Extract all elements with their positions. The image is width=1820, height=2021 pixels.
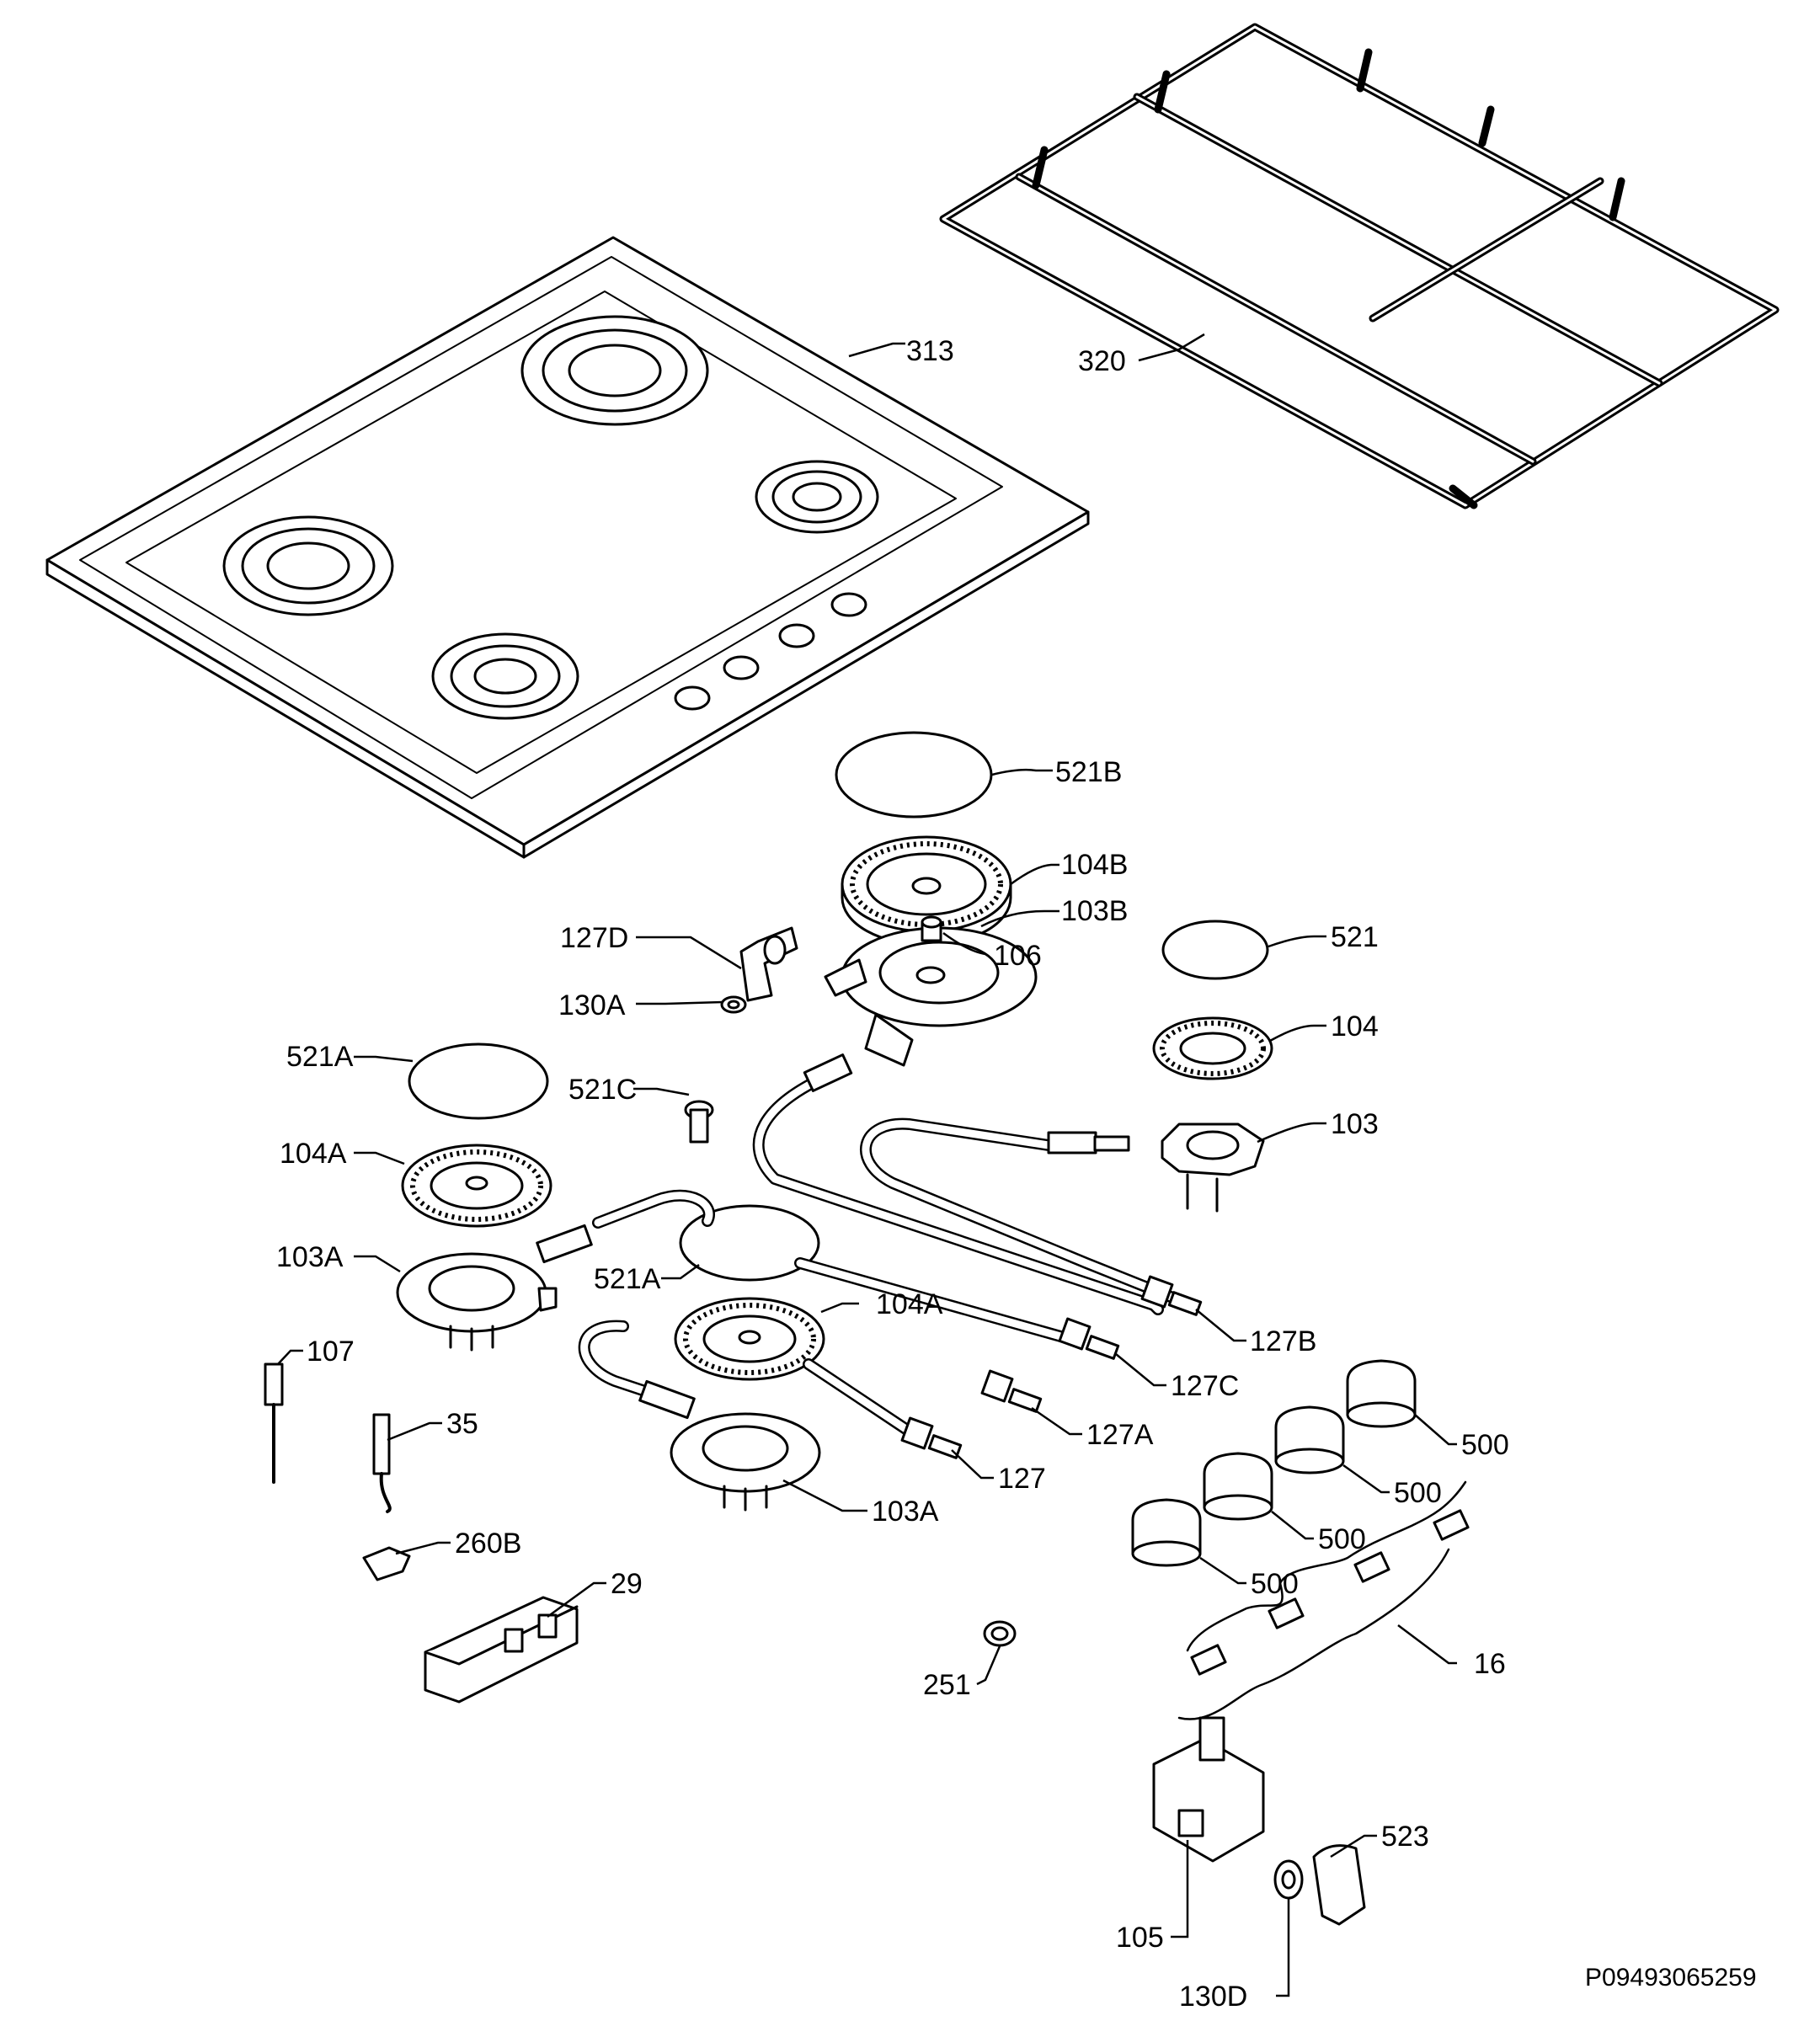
label-521C: 521C	[568, 1074, 637, 1106]
hob-top-313	[45, 236, 1090, 859]
label-107: 107	[307, 1336, 355, 1368]
burner-crown-104A-left	[401, 1144, 552, 1228]
burner-crown-104A-center	[674, 1297, 825, 1381]
screw-521C	[684, 1100, 714, 1144]
label-500-1: 500	[1461, 1429, 1509, 1461]
pan-support-320	[939, 23, 1780, 509]
clip-523	[1312, 1844, 1366, 1926]
label-251: 251	[923, 1669, 971, 1701]
label-500-4: 500	[1251, 1568, 1299, 1600]
clip-260B	[362, 1546, 411, 1581]
part-labels: 313 320 521B 104B 103B 106 127D 130A 521…	[276, 335, 1757, 2013]
label-500-3: 500	[1318, 1523, 1366, 1555]
washer-130A	[720, 995, 747, 1014]
ring-251	[983, 1620, 1017, 1647]
microswitch-harness-16	[1177, 1480, 1470, 1720]
label-104A-center: 104A	[876, 1288, 943, 1320]
label-260B: 260B	[455, 1528, 521, 1560]
burner-base-103A-left	[396, 1252, 558, 1352]
burner-cap-521B	[835, 731, 993, 819]
burner-crown-104	[1152, 1016, 1273, 1080]
label-104B: 104B	[1061, 849, 1128, 881]
gas-pipes	[578, 1064, 1177, 1437]
label-521A-center: 521A	[594, 1263, 661, 1295]
label-130A: 130A	[558, 989, 626, 1021]
label-103: 103	[1331, 1108, 1379, 1140]
elbow-connector-127D	[739, 926, 798, 1002]
label-521B: 521B	[1055, 756, 1122, 788]
label-320: 320	[1078, 345, 1126, 377]
label-103B: 103B	[1061, 895, 1128, 927]
injector-106	[921, 915, 942, 942]
label-127C: 127C	[1171, 1370, 1239, 1402]
label-127A: 127A	[1086, 1419, 1154, 1451]
washer-130D	[1273, 1859, 1304, 1900]
label-127B: 127B	[1250, 1325, 1316, 1357]
label-106: 106	[994, 940, 1042, 972]
label-35: 35	[446, 1408, 478, 1440]
label-104: 104	[1331, 1010, 1379, 1042]
label-127D: 127D	[560, 922, 628, 954]
label-104A-left: 104A	[280, 1138, 347, 1170]
label-127: 127	[998, 1463, 1046, 1495]
label-130D: 130D	[1179, 1981, 1247, 2013]
burner-base-103B	[824, 926, 1038, 1067]
label-103A-left: 103A	[276, 1241, 344, 1273]
diagram-code: P09493065259	[1585, 1964, 1757, 1992]
leader-lines	[277, 333, 1457, 1997]
ignition-electrode-35	[372, 1413, 392, 1513]
ignition-module-29	[424, 1596, 579, 1704]
label-16: 16	[1474, 1648, 1506, 1680]
control-knobs-500	[1131, 1359, 1417, 1567]
thermocouple-107	[264, 1362, 284, 1484]
label-105: 105	[1116, 1922, 1164, 1954]
burner-cap-521A-center	[679, 1204, 820, 1282]
label-521: 521	[1331, 921, 1379, 953]
label-103A-center: 103A	[872, 1496, 939, 1528]
label-523: 523	[1381, 1821, 1429, 1853]
label-500-2: 500	[1394, 1477, 1442, 1509]
label-313: 313	[906, 335, 954, 367]
label-521A-left: 521A	[286, 1041, 354, 1073]
burner-base-103A-center	[670, 1412, 821, 1512]
gas-valve-105	[1152, 1716, 1265, 1863]
burner-cap-521A-left	[408, 1042, 549, 1120]
burner-cap-521	[1161, 920, 1269, 980]
burner-crown-104B	[841, 835, 1012, 947]
burner-base-103	[1161, 1122, 1265, 1213]
label-29: 29	[611, 1568, 643, 1600]
